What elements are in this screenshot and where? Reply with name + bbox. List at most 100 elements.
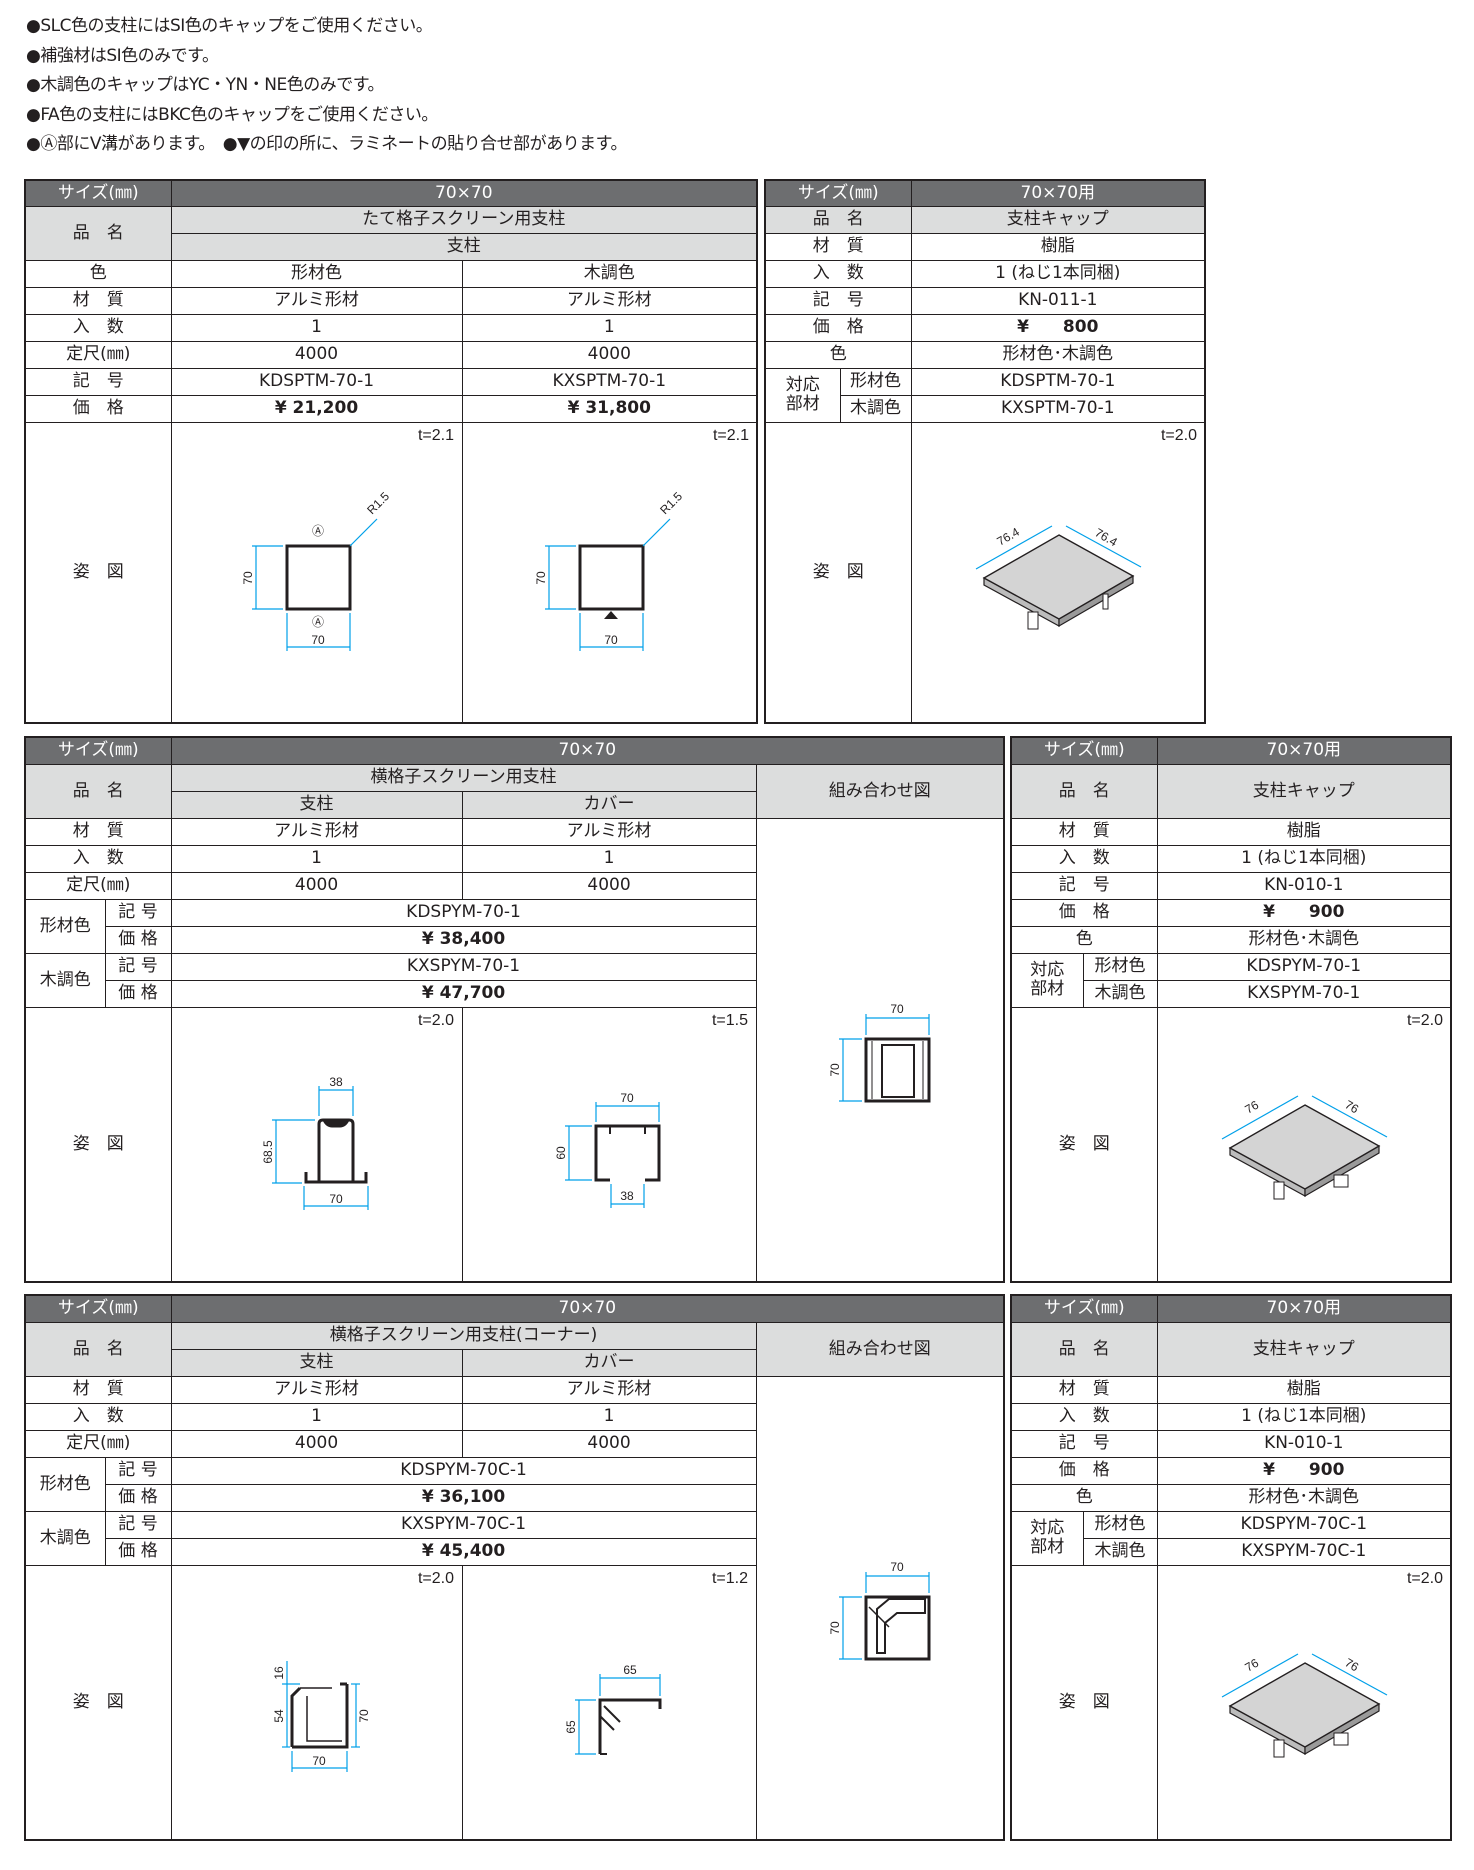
groove-mark: Ⓐ (311, 524, 323, 538)
drawing-post: t=2.0 16 54 70 70 (170, 1564, 463, 1841)
compat-wood-value: KXSPYM-70C-1 (1156, 1537, 1452, 1566)
code-value: KN-011-1 (910, 286, 1206, 315)
dim-side: 76 (1242, 1097, 1261, 1116)
dim-height: 70 (534, 571, 548, 585)
size-value: 70×70 (170, 736, 1005, 765)
material-value: 樹脂 (1156, 1375, 1452, 1404)
code-value: KDSPTM-70-1 (170, 367, 463, 396)
post-drawing: t=2.0 38 68.5 70 (261, 1012, 454, 1210)
note: ●補強材はSI色のみです。 (26, 45, 219, 66)
length-label: 定尺(㎜) (24, 340, 172, 369)
price-value: ¥ 47,700 (170, 979, 757, 1008)
price-label: 価 格 (1010, 898, 1158, 927)
name-label: 品 名 (24, 1321, 172, 1377)
dim-line (975, 524, 1052, 570)
dim-gap: 38 (620, 1189, 634, 1203)
dim-width: 70 (312, 1754, 326, 1768)
size-label: サイズ(㎜) (764, 179, 912, 207)
cap-shape (1221, 1652, 1387, 1757)
radius-leader (349, 518, 377, 546)
code-label: 記 号 (104, 1510, 172, 1539)
dim-top: 38 (329, 1075, 343, 1089)
notes: ●SLC色の支柱にはSI色のキャップをご使用ください。 ●補強材はSI色のみです… (26, 12, 627, 160)
price-label: 価 格 (764, 313, 912, 342)
length-label: 定尺(㎜) (24, 1429, 172, 1458)
part-name: 支柱 (170, 232, 758, 261)
name-label: 品 名 (1010, 763, 1158, 819)
qty-label: 入 数 (24, 1402, 172, 1431)
square-post-drawing: t=2.1 70 70 R1.5 (534, 427, 749, 651)
drawing-cover: t=1.2 65 65 (461, 1564, 757, 1841)
qty-value: 1 (ねじ1本同梱) (910, 259, 1206, 288)
qty-value: 1 (170, 313, 463, 342)
dim-width: 70 (604, 633, 618, 647)
size-value: 70×70用 (1156, 736, 1452, 765)
code-label: 記 号 (104, 898, 172, 927)
size-label: サイズ(㎜) (1010, 736, 1158, 765)
color-value: 形材色 (170, 259, 463, 288)
part-name: カバー (461, 1348, 757, 1377)
color-value: 形材色･木調色 (1156, 925, 1452, 954)
material-value: 樹脂 (1156, 817, 1452, 846)
post-inner (880, 1043, 915, 1098)
price-label: 価 格 (104, 979, 172, 1008)
product-name: 支柱キャップ (1156, 1321, 1452, 1377)
name-label: 品 名 (24, 205, 172, 261)
price-value: ¥ 36,100 (170, 1483, 757, 1512)
product-name: 支柱キャップ (910, 205, 1206, 234)
size-label: サイズ(㎜) (24, 179, 172, 207)
price-value: ¥ 21,200 (170, 394, 463, 423)
drawing-label: 姿 図 (24, 421, 172, 724)
material-label: 材 質 (24, 817, 172, 846)
cap-drawing: t=2.0 76 76 (1221, 1012, 1443, 1199)
post1-table: サイズ(㎜) 70×70 品 名 たて格子スクリーン用支柱 支柱 色 形材色 木… (24, 179, 759, 724)
combo-drawing: 70 70 (828, 1560, 931, 1660)
compat-label: 対応 部材 (1010, 1510, 1084, 1566)
color-value: 木調色 (461, 259, 758, 288)
code-value: KDSPYM-70-1 (170, 898, 757, 927)
combo-label: 組み合わせ図 (755, 1321, 1005, 1377)
material-label: 材 質 (1010, 1375, 1158, 1404)
dim-height: 68.5 (261, 1139, 275, 1163)
dim-height: 60 (554, 1146, 568, 1160)
qty-value: 1 (ねじ1本同梱) (1156, 1402, 1452, 1431)
qty-label: 入 数 (24, 844, 172, 873)
name-label: 品 名 (764, 205, 912, 234)
laminate-mark-icon (603, 610, 618, 619)
drawing-label: 姿 図 (764, 421, 912, 724)
size-label: サイズ(㎜) (24, 736, 172, 765)
dim-width: 70 (890, 1560, 904, 1574)
qty-value: 1 (170, 844, 463, 873)
qty-label: 入 数 (24, 313, 172, 342)
cap-drawing: t=2.0 76.4 76.4 (975, 427, 1197, 629)
cap-shape (982, 533, 1134, 629)
product-name: 支柱キャップ (1156, 763, 1452, 819)
compat-wood-value: KXSPTM-70-1 (910, 394, 1206, 423)
compat-mat-value: KDSPYM-70-1 (1156, 952, 1452, 981)
post3-table: サイズ(㎜) 70×70 品 名 横格子スクリーン用支柱(コーナー) 組み合わせ… (24, 1294, 1006, 1841)
qty-value: 1 (461, 844, 757, 873)
material-value: アルミ形材 (170, 1375, 463, 1404)
dim-side: 76.4 (1092, 525, 1120, 549)
combo-drawing-cell: 70 70 (755, 1375, 1005, 1841)
length-value: 4000 (461, 340, 758, 369)
price-value: ¥ 31,800 (461, 394, 758, 423)
note: ●FA色の支柱にはBKC色のキャップをご使用ください。 (26, 104, 438, 125)
drawing-label: 姿 図 (1010, 1564, 1158, 1841)
drawing-cover: t=1.5 70 60 38 (461, 1006, 757, 1283)
qty-value: 1 (ねじ1本同梱) (1156, 844, 1452, 873)
code-value: KN-010-1 (1156, 871, 1452, 900)
name-label: 品 名 (1010, 1321, 1158, 1377)
drawing-label: 姿 図 (24, 1564, 172, 1841)
length-label: 定尺(㎜) (24, 871, 172, 900)
length-value: 4000 (170, 1429, 463, 1458)
price-value: ¥ 800 (910, 313, 1206, 342)
material-label: 材 質 (1010, 817, 1158, 846)
corner-cover-drawing: t=1.2 65 65 (564, 1570, 748, 1755)
price-value: ¥ 900 (1156, 1456, 1452, 1485)
part-name: 支柱 (170, 1348, 463, 1377)
compat-mat-value: KDSPYM-70C-1 (1156, 1510, 1452, 1539)
dim-height: 70 (828, 1621, 842, 1635)
corner-inner (875, 1597, 926, 1654)
